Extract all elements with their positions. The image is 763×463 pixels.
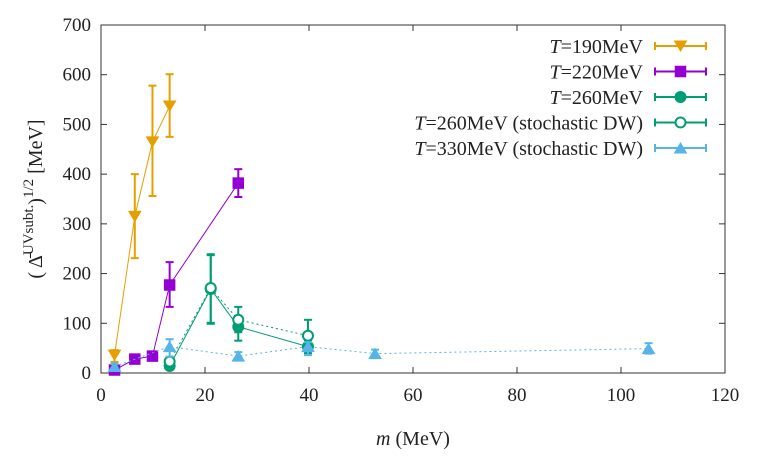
series-0: T=190MeV [107,36,707,364]
marker-triangle-up [641,342,656,355]
marker-circle [301,329,314,342]
marker-square [163,279,176,291]
x-tick-label: 0 [96,385,106,406]
series-line [169,287,309,362]
legend-label: T=190MeV [549,36,643,58]
marker-circle-legend [674,116,687,129]
marker-circle [204,281,217,294]
marker-square [146,350,159,362]
marker-triangle-down [162,100,177,113]
marker-triangle-down [145,136,160,148]
marker-triangle-down [127,210,142,223]
marker-circle-legend [674,91,687,103]
y-tick-label: 100 [63,313,92,334]
y-axis-label: ( Δ̄UVsubt.)1/2 [MeV] [21,119,47,278]
marker-circle [232,313,245,326]
marker-circle [163,355,176,368]
marker-triangle-up [301,340,315,353]
marker-triangle-up [162,340,177,353]
y-tick-label: 500 [63,114,92,135]
x-axis-label: m (MeV) [376,428,450,450]
y-tick-label: 0 [82,363,92,384]
marker-triangle-up-legend [673,142,688,154]
series-line [114,105,171,356]
y-tick-label: 200 [63,264,92,285]
y-tick-label: 400 [63,164,92,185]
series-line [169,288,309,367]
legend-label: T=330MeV (stochastic DW) [414,138,643,160]
y-tick-label: 300 [63,214,92,235]
marker-square [232,177,245,189]
marker-triangle-down-legend [673,40,688,52]
legend-label: T=220MeV [549,62,643,84]
x-tick-label: 100 [607,385,636,406]
legend-label: T=260MeV [549,87,643,109]
marker-triangle-up [231,350,246,362]
series-4: T=330MeV (stochastic DW) [107,138,707,373]
x-tick-label: 80 [508,385,527,406]
marker-triangle-up [107,360,122,373]
legend-label: T=260MeV (stochastic DW) [414,113,643,135]
marker-triangle-down [107,349,122,362]
x-tick-label: 120 [711,385,740,406]
marker-triangle-up [368,347,382,360]
y-tick-label: 600 [63,65,92,86]
x-tick-label: 60 [404,385,423,406]
marker-square-legend [674,65,687,78]
x-tick-label: 20 [196,385,215,406]
series-line [114,346,649,368]
series-3: T=260MeV (stochastic DW) [163,113,707,368]
x-tick-label: 40 [300,385,319,406]
y-tick-label: 700 [63,15,92,36]
